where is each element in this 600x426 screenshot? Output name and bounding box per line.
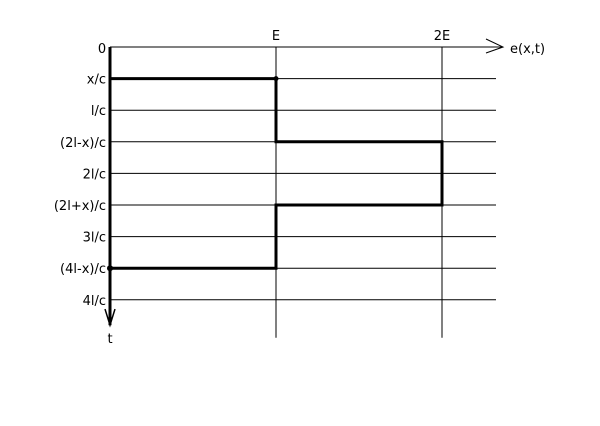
t-tick-label: x/c [87,73,106,88]
t-axis-label: t [107,332,112,347]
e-tick-label: 2E [434,29,451,44]
t-tick-label: l/c [91,104,106,119]
labels: 0 e(x,t) t x/c l/c (2l-x)/c 2l/c (2l+x)/c 3l/… [54,29,545,347]
t-tick-label: 3l/c [83,231,106,246]
e-axis-arrowhead [485,38,505,54]
t-tick-label: (2l-x)/c [60,136,106,151]
corner-dot [273,76,279,82]
origin-label: 0 [98,42,106,57]
corner-dot [107,265,113,272]
t-tick-label: (4l-x)/c [60,262,106,277]
step-waveform [108,47,444,326]
e-tick-label: E [272,29,280,44]
t-tick-label: 2l/c [83,167,106,182]
grid-lines [110,47,496,338]
t-tick-label: 4l/c [83,294,106,309]
t-tick-label: (2l+x)/c [54,199,106,214]
e-axis-label: e(x,t) [510,42,545,57]
signal-path [107,47,444,326]
